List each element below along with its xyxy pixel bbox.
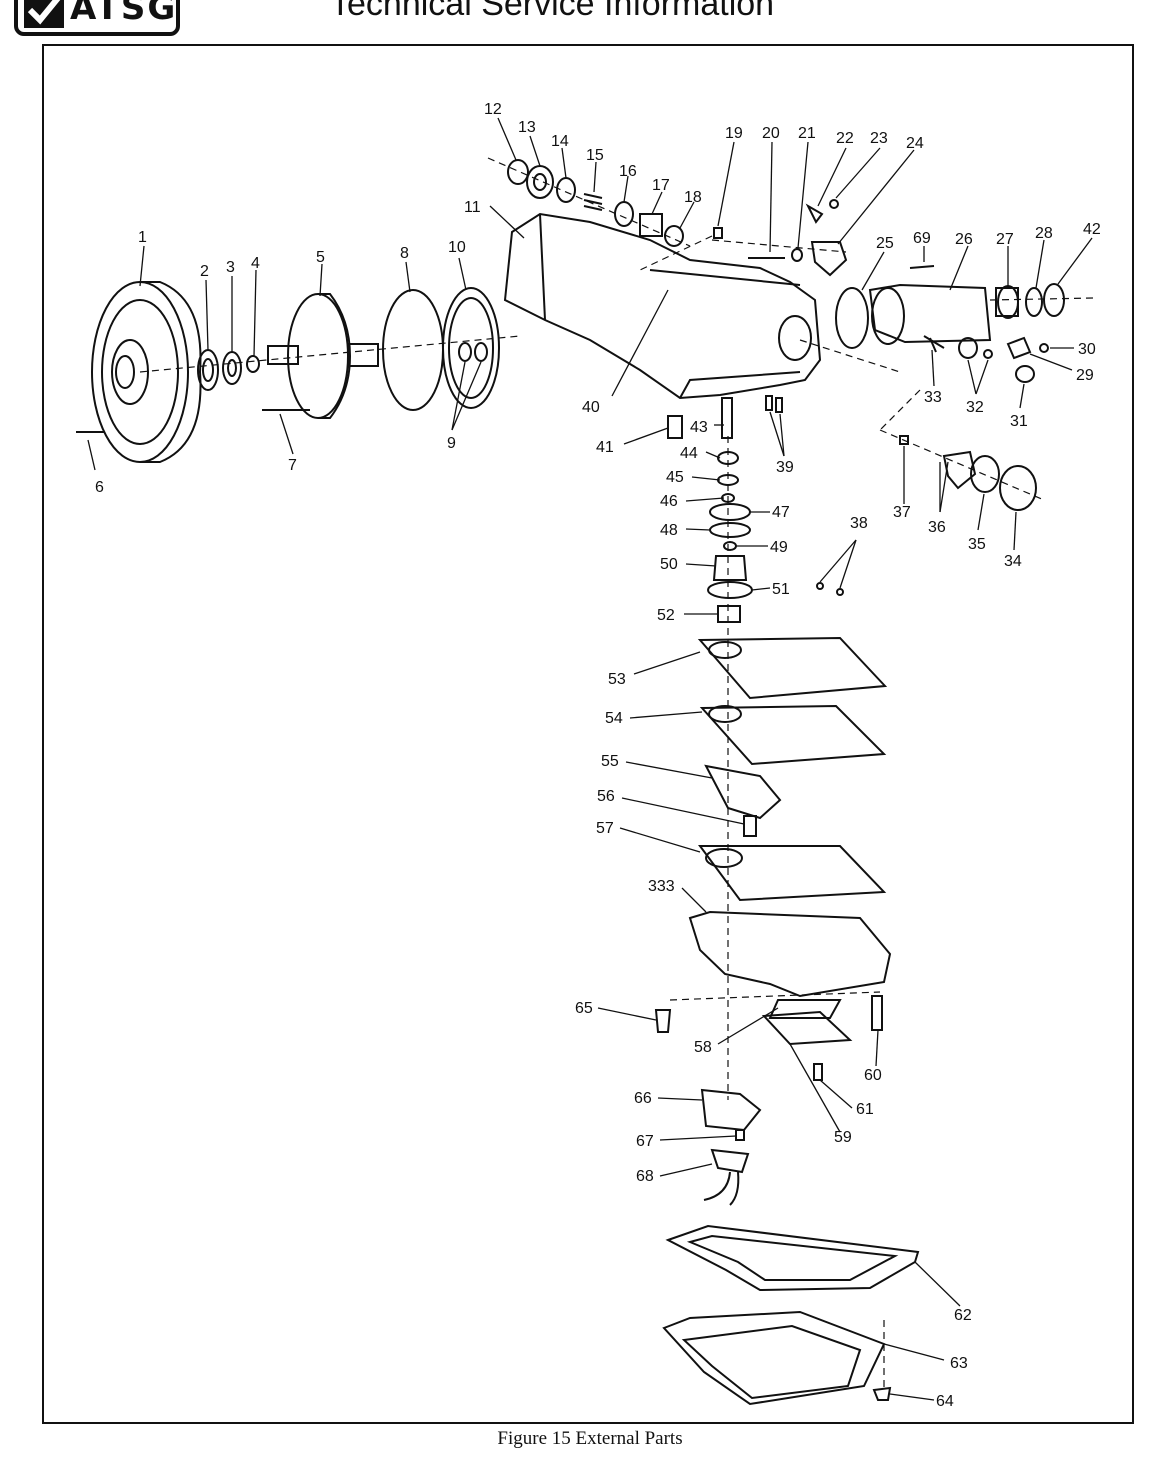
- callout-6: 6: [95, 479, 104, 496]
- callout-24: 24: [906, 135, 924, 152]
- callout-40: 40: [582, 399, 600, 416]
- callout-58: 58: [694, 1039, 712, 1056]
- figure-caption: Figure 15 External Parts: [497, 1428, 683, 1449]
- callout-64: 64: [936, 1393, 954, 1410]
- callout-56: 56: [597, 788, 615, 805]
- callout-3: 3: [226, 259, 235, 276]
- atsg-logo: ATSG: [14, 0, 180, 36]
- callout-32: 32: [966, 399, 984, 416]
- callout-46: 46: [660, 493, 678, 510]
- callout-5: 5: [316, 249, 325, 266]
- leader-lines: [87, 117, 1093, 1401]
- callout-11: 11: [464, 199, 481, 216]
- callout-15: 15: [586, 147, 604, 164]
- page-title: Technical Service Information: [330, 0, 775, 23]
- callout-63: 63: [950, 1355, 968, 1372]
- callout-44: 44: [680, 445, 698, 462]
- logo-text: ATSG: [70, 0, 178, 28]
- callout-53: 53: [608, 671, 626, 688]
- callout-labels: 1 2 3 4 5 6 7 8 9 10 11 12 13 14 15 16 1…: [95, 101, 1101, 1410]
- callout-69: 69: [913, 230, 931, 247]
- diagram-frame: [42, 44, 1134, 1424]
- callout-28: 28: [1035, 225, 1053, 242]
- callout-68: 68: [636, 1168, 654, 1185]
- callout-42: 42: [1083, 221, 1101, 238]
- callout-29: 29: [1076, 367, 1094, 384]
- callout-16: 16: [619, 163, 637, 180]
- callout-19: 19: [725, 125, 743, 142]
- callout-333: 333: [648, 878, 675, 895]
- callout-38: 38: [850, 515, 868, 532]
- callout-20: 20: [762, 125, 780, 142]
- callout-12: 12: [484, 101, 502, 118]
- transmission-case: [503, 212, 822, 400]
- callout-41: 41: [596, 439, 614, 456]
- callout-1: 1: [138, 229, 147, 246]
- callout-39: 39: [776, 459, 794, 476]
- center-lines: [139, 157, 1095, 1390]
- checkmark-icon: [24, 0, 64, 28]
- callout-27: 27: [996, 231, 1014, 248]
- callout-61: 61: [856, 1101, 874, 1118]
- callout-36: 36: [928, 519, 946, 536]
- callout-13: 13: [518, 119, 536, 136]
- callout-21: 21: [798, 125, 816, 142]
- callout-17: 17: [652, 177, 670, 194]
- callout-51: 51: [772, 581, 790, 598]
- callout-54: 54: [605, 710, 623, 727]
- callout-4: 4: [251, 255, 260, 272]
- oil-pump: [265, 293, 379, 419]
- callout-52: 52: [657, 607, 675, 624]
- callout-14: 14: [551, 133, 569, 150]
- callout-45: 45: [666, 469, 684, 486]
- callout-2: 2: [200, 263, 209, 280]
- callout-9: 9: [447, 435, 456, 452]
- callout-43: 43: [690, 419, 708, 436]
- callout-60: 60: [864, 1067, 882, 1084]
- callout-62: 62: [954, 1307, 972, 1324]
- callout-67: 67: [636, 1133, 654, 1150]
- callout-18: 18: [684, 189, 702, 206]
- callout-26: 26: [955, 231, 973, 248]
- callout-34: 34: [1004, 553, 1022, 570]
- callout-48: 48: [660, 522, 678, 539]
- callout-23: 23: [870, 130, 888, 147]
- callout-25: 25: [876, 235, 894, 252]
- callout-37: 37: [893, 504, 911, 521]
- callout-49: 49: [770, 539, 788, 556]
- callout-10: 10: [448, 239, 466, 256]
- callout-47: 47: [772, 504, 790, 521]
- callout-22: 22: [836, 130, 854, 147]
- part-drawings: [76, 159, 1065, 1406]
- callout-55: 55: [601, 753, 619, 770]
- callout-59: 59: [834, 1129, 852, 1146]
- callout-31: 31: [1010, 413, 1028, 430]
- callout-8: 8: [400, 245, 409, 262]
- callout-65: 65: [575, 1000, 593, 1017]
- callout-57: 57: [596, 820, 614, 837]
- callout-33: 33: [924, 389, 942, 406]
- callout-7: 7: [288, 457, 297, 474]
- callout-30: 30: [1078, 341, 1096, 358]
- callout-66: 66: [634, 1090, 652, 1107]
- callout-50: 50: [660, 556, 678, 573]
- callout-35: 35: [968, 536, 986, 553]
- exploded-parts-diagram: 1 2 3 4 5 6 7 8 9 10 11 12 13 14 15 16 1…: [76, 101, 1101, 1410]
